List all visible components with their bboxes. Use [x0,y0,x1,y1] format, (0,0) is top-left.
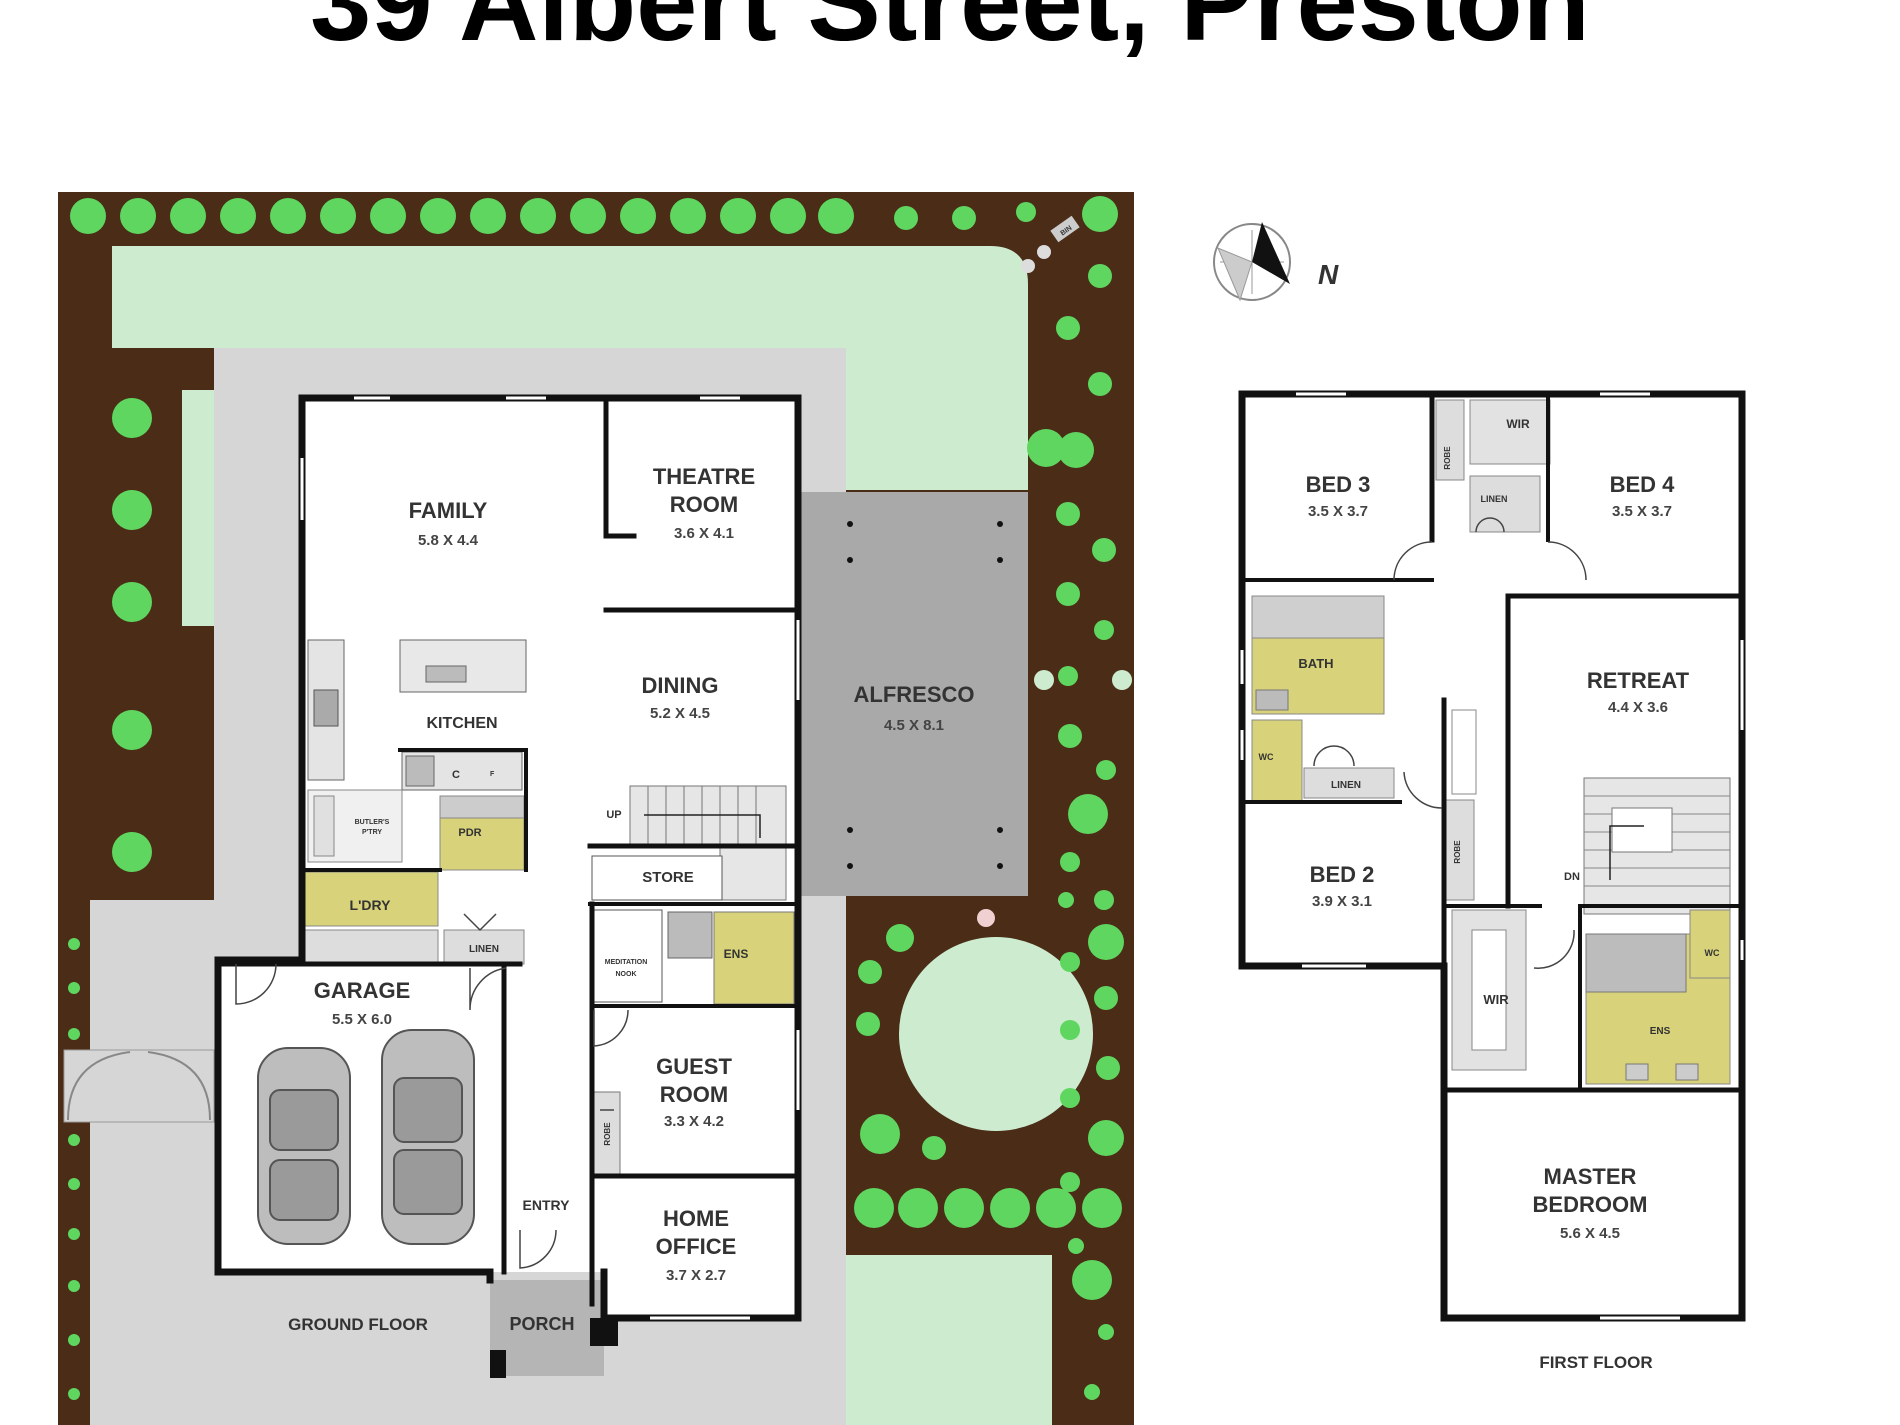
windows-ground [300,396,800,1320]
round-lawn [899,937,1093,1131]
side-lawn-left [182,390,216,626]
porch-area [490,1280,604,1376]
compass-label: N [1318,259,1339,290]
bath-label: BATH [1298,656,1333,671]
bed4-dims: 3.5 X 3.7 [1612,503,1672,520]
master-label-1: MASTER [1544,1164,1637,1189]
garage-label: GARAGE [314,978,411,1003]
family-dims: 5.8 X 4.4 [418,532,479,549]
alfresco-area [800,492,1028,896]
shrub-stars [68,202,1124,1400]
porch-label: PORCH [509,1314,574,1334]
svg-text:F: F [490,771,495,778]
store-room [591,855,723,901]
gate [63,1049,215,1123]
robe-guest-label: ROBE [603,1122,612,1146]
wir-top-label: WIR [1506,417,1530,431]
first-floor-label: FIRST FLOOR [1539,1353,1652,1372]
bed2-label: BED 2 [1310,862,1375,887]
guest-label-1: GUEST [656,1054,732,1079]
family-label: FAMILY [409,498,488,523]
robe-bed2-label: ROBE [1453,840,1462,864]
stairs-dn-label: DN [1564,871,1580,883]
robe-top [1435,399,1465,481]
front-lawn [112,246,1028,490]
master-label-2: BEDROOM [1533,1192,1648,1217]
stairs-up-label: UP [606,809,621,821]
dining-label: DINING [642,673,719,698]
robe-top-label: ROBE [1443,446,1452,470]
linen-top-label: LINEN [1481,494,1508,504]
wc-master-label: WC [1705,948,1720,958]
walls-first [1238,390,1746,1322]
ens-ground-label: ENS [724,947,749,961]
page-title: 39 Albert Street, Preston [310,0,1590,64]
wir-top [1469,399,1551,465]
bed3-dims: 3.5 X 3.7 [1308,503,1368,520]
butlers-pantry-label-1: BUTLER'S [355,819,390,826]
shrub [1027,429,1065,467]
car-right [381,1029,475,1245]
retreat-dims: 4.4 X 3.6 [1608,699,1668,716]
wir-master-label: WIR [1483,992,1509,1007]
guest-label-2: ROOM [660,1082,728,1107]
linen-mid [1303,767,1395,799]
shrub-row-top [70,196,1118,234]
retreat-label: RETREAT [1587,668,1690,693]
alfresco-posts [847,521,1003,869]
car-left [257,1047,351,1245]
office-label-1: HOME [663,1206,729,1231]
linen-mid-label: LINEN [1331,780,1361,791]
meditation-label-2: NOOK [616,971,637,978]
theatre-label-2: ROOM [670,492,738,517]
north-arrow-icon [1252,222,1290,284]
north-compass: N [1213,222,1339,302]
bed4-label: BED 4 [1610,472,1676,497]
meditation-nook [591,909,663,1003]
office-dims: 3.7 X 2.7 [666,1267,726,1284]
guest-dims: 3.3 X 4.2 [664,1113,724,1130]
alfresco-dims: 4.5 X 8.1 [884,717,944,734]
stairs-ground [629,785,787,901]
side-bed-left [58,900,90,1425]
wc-left [1251,719,1303,803]
stairs-first [1583,777,1731,915]
rear-lawn [846,1255,1052,1425]
master-dims: 5.6 X 4.5 [1560,1225,1620,1242]
ground-floor-house: C F [214,394,1003,1378]
entry-label: ENTRY [523,1197,571,1213]
butlers-pantry-label-2: P'TRY [362,829,382,836]
theatre-label-1: THEATRE [653,464,755,489]
pdr-label: PDR [458,827,481,839]
garage-dims: 5.5 X 6.0 [332,1011,392,1028]
windows-first [1240,392,1744,1320]
doors-ground [235,913,629,1269]
theatre-dims: 3.6 X 4.1 [674,525,734,542]
linen-top [1469,475,1541,533]
first-floor: BED 3 3.5 X 3.7 BED 4 3.5 X 3.7 WIR ROBE… [1238,390,1746,1372]
alfresco-label: ALFRESCO [854,682,975,707]
bed2-dims: 3.9 X 3.1 [1312,893,1372,910]
ground-floor-label: GROUND FLOOR [288,1315,428,1334]
meditation-label-1: MEDITATION [605,959,648,966]
doors-first [1313,517,1587,969]
dining-dims: 5.2 X 4.5 [650,705,710,722]
laundry-label: L'DRY [350,897,392,913]
wc-left-label: WC [1259,752,1274,762]
store-label: STORE [642,869,693,886]
svg-text:C: C [452,769,460,781]
linen-label: LINEN [469,944,499,955]
first-floor-labels: BED 3 3.5 X 3.7 BED 4 3.5 X 3.7 WIR ROBE… [1259,417,1720,1372]
office-label-2: OFFICE [656,1234,737,1259]
ens-master-label: ENS [1650,1026,1671,1037]
kitchen-label: KITCHEN [426,715,497,732]
ground-floor-labels: FAMILY 5.8 X 4.4 THEATRE ROOM 3.6 X 4.1 … [288,464,974,1334]
ensuite-ground [713,911,795,1005]
bed3-label: BED 3 [1306,472,1371,497]
